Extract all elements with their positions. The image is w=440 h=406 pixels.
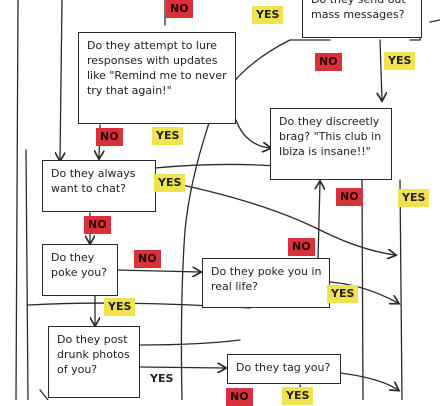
yes-tag-poke-text: YES	[108, 300, 132, 313]
yes-tag-mass: YES	[384, 52, 416, 70]
yes-tag-realife: YES	[327, 285, 359, 303]
node-tag-you: Do they tag you?	[227, 354, 341, 384]
yes-tag-tag: YES	[282, 387, 314, 405]
no-tag-poke-text: NO	[138, 252, 157, 265]
no-tag-lure-text: NO	[100, 130, 119, 143]
node-always-chat-text: Do they always want to chat?	[51, 167, 136, 195]
yes-tag-top: YES	[252, 6, 284, 24]
yes-tag-lure-text: YES	[156, 129, 180, 142]
no-tag-poke: NO	[134, 250, 161, 268]
node-drunk-photos: Do they post drunk photos of you?	[48, 326, 140, 398]
no-tag-realife-text: NO	[292, 240, 311, 253]
node-lure-responses-text: Do they attempt to lure responses with u…	[87, 39, 227, 97]
yes-tag-chat-text: YES	[158, 176, 182, 189]
no-tag-tag-text: NO	[230, 390, 249, 403]
node-drunk-photos-text: Do they post drunk photos of you?	[57, 333, 130, 376]
yes-tag-drunk: YES	[146, 370, 177, 388]
node-poke-you: Do they poke you?	[42, 244, 118, 296]
yes-tag-mass-text: YES	[388, 54, 412, 67]
node-always-chat: Do they always want to chat?	[42, 160, 156, 212]
node-poke-you-text: Do they poke you?	[51, 251, 108, 279]
no-tag-brag: NO	[336, 188, 363, 206]
no-tag-mass-text: NO	[319, 55, 338, 68]
no-tag-mass: NO	[315, 53, 342, 71]
yes-tag-brag: YES	[398, 189, 430, 207]
yes-tag-chat: YES	[154, 174, 186, 192]
yes-tag-poke: YES	[104, 298, 136, 316]
no-tag-chat: NO	[84, 216, 111, 234]
no-tag-brag-text: NO	[340, 190, 359, 203]
no-tag-lure: NO	[96, 128, 123, 146]
node-poke-real-life-text: Do they poke you in real life?	[211, 265, 322, 293]
node-mass-messages-text: Do they send out mass messages?	[311, 0, 406, 21]
node-discreetly-brag-text: Do they discreetly brag? "This club in I…	[279, 115, 382, 158]
no-tag-top: NO	[166, 0, 193, 18]
no-tag-realife: NO	[288, 238, 315, 256]
node-mass-messages: Do they send out mass messages?	[302, 0, 422, 38]
node-lure-responses: Do they attempt to lure responses with u…	[78, 32, 236, 124]
yes-tag-lure: YES	[152, 127, 184, 145]
node-poke-real-life: Do they poke you in real life?	[202, 258, 330, 308]
no-tag-chat-text: NO	[88, 218, 107, 231]
yes-tag-drunk-text: YES	[150, 372, 174, 385]
node-tag-you-text: Do they tag you?	[236, 361, 331, 374]
no-tag-tag: NO	[226, 388, 253, 406]
yes-tag-tag-text: YES	[286, 389, 310, 402]
yes-tag-realife-text: YES	[331, 287, 355, 300]
node-discreetly-brag: Do they discreetly brag? "This club in I…	[270, 108, 392, 180]
yes-tag-brag-text: YES	[402, 191, 426, 204]
no-tag-top-text: NO	[170, 2, 189, 15]
yes-tag-top-text: YES	[256, 8, 280, 21]
